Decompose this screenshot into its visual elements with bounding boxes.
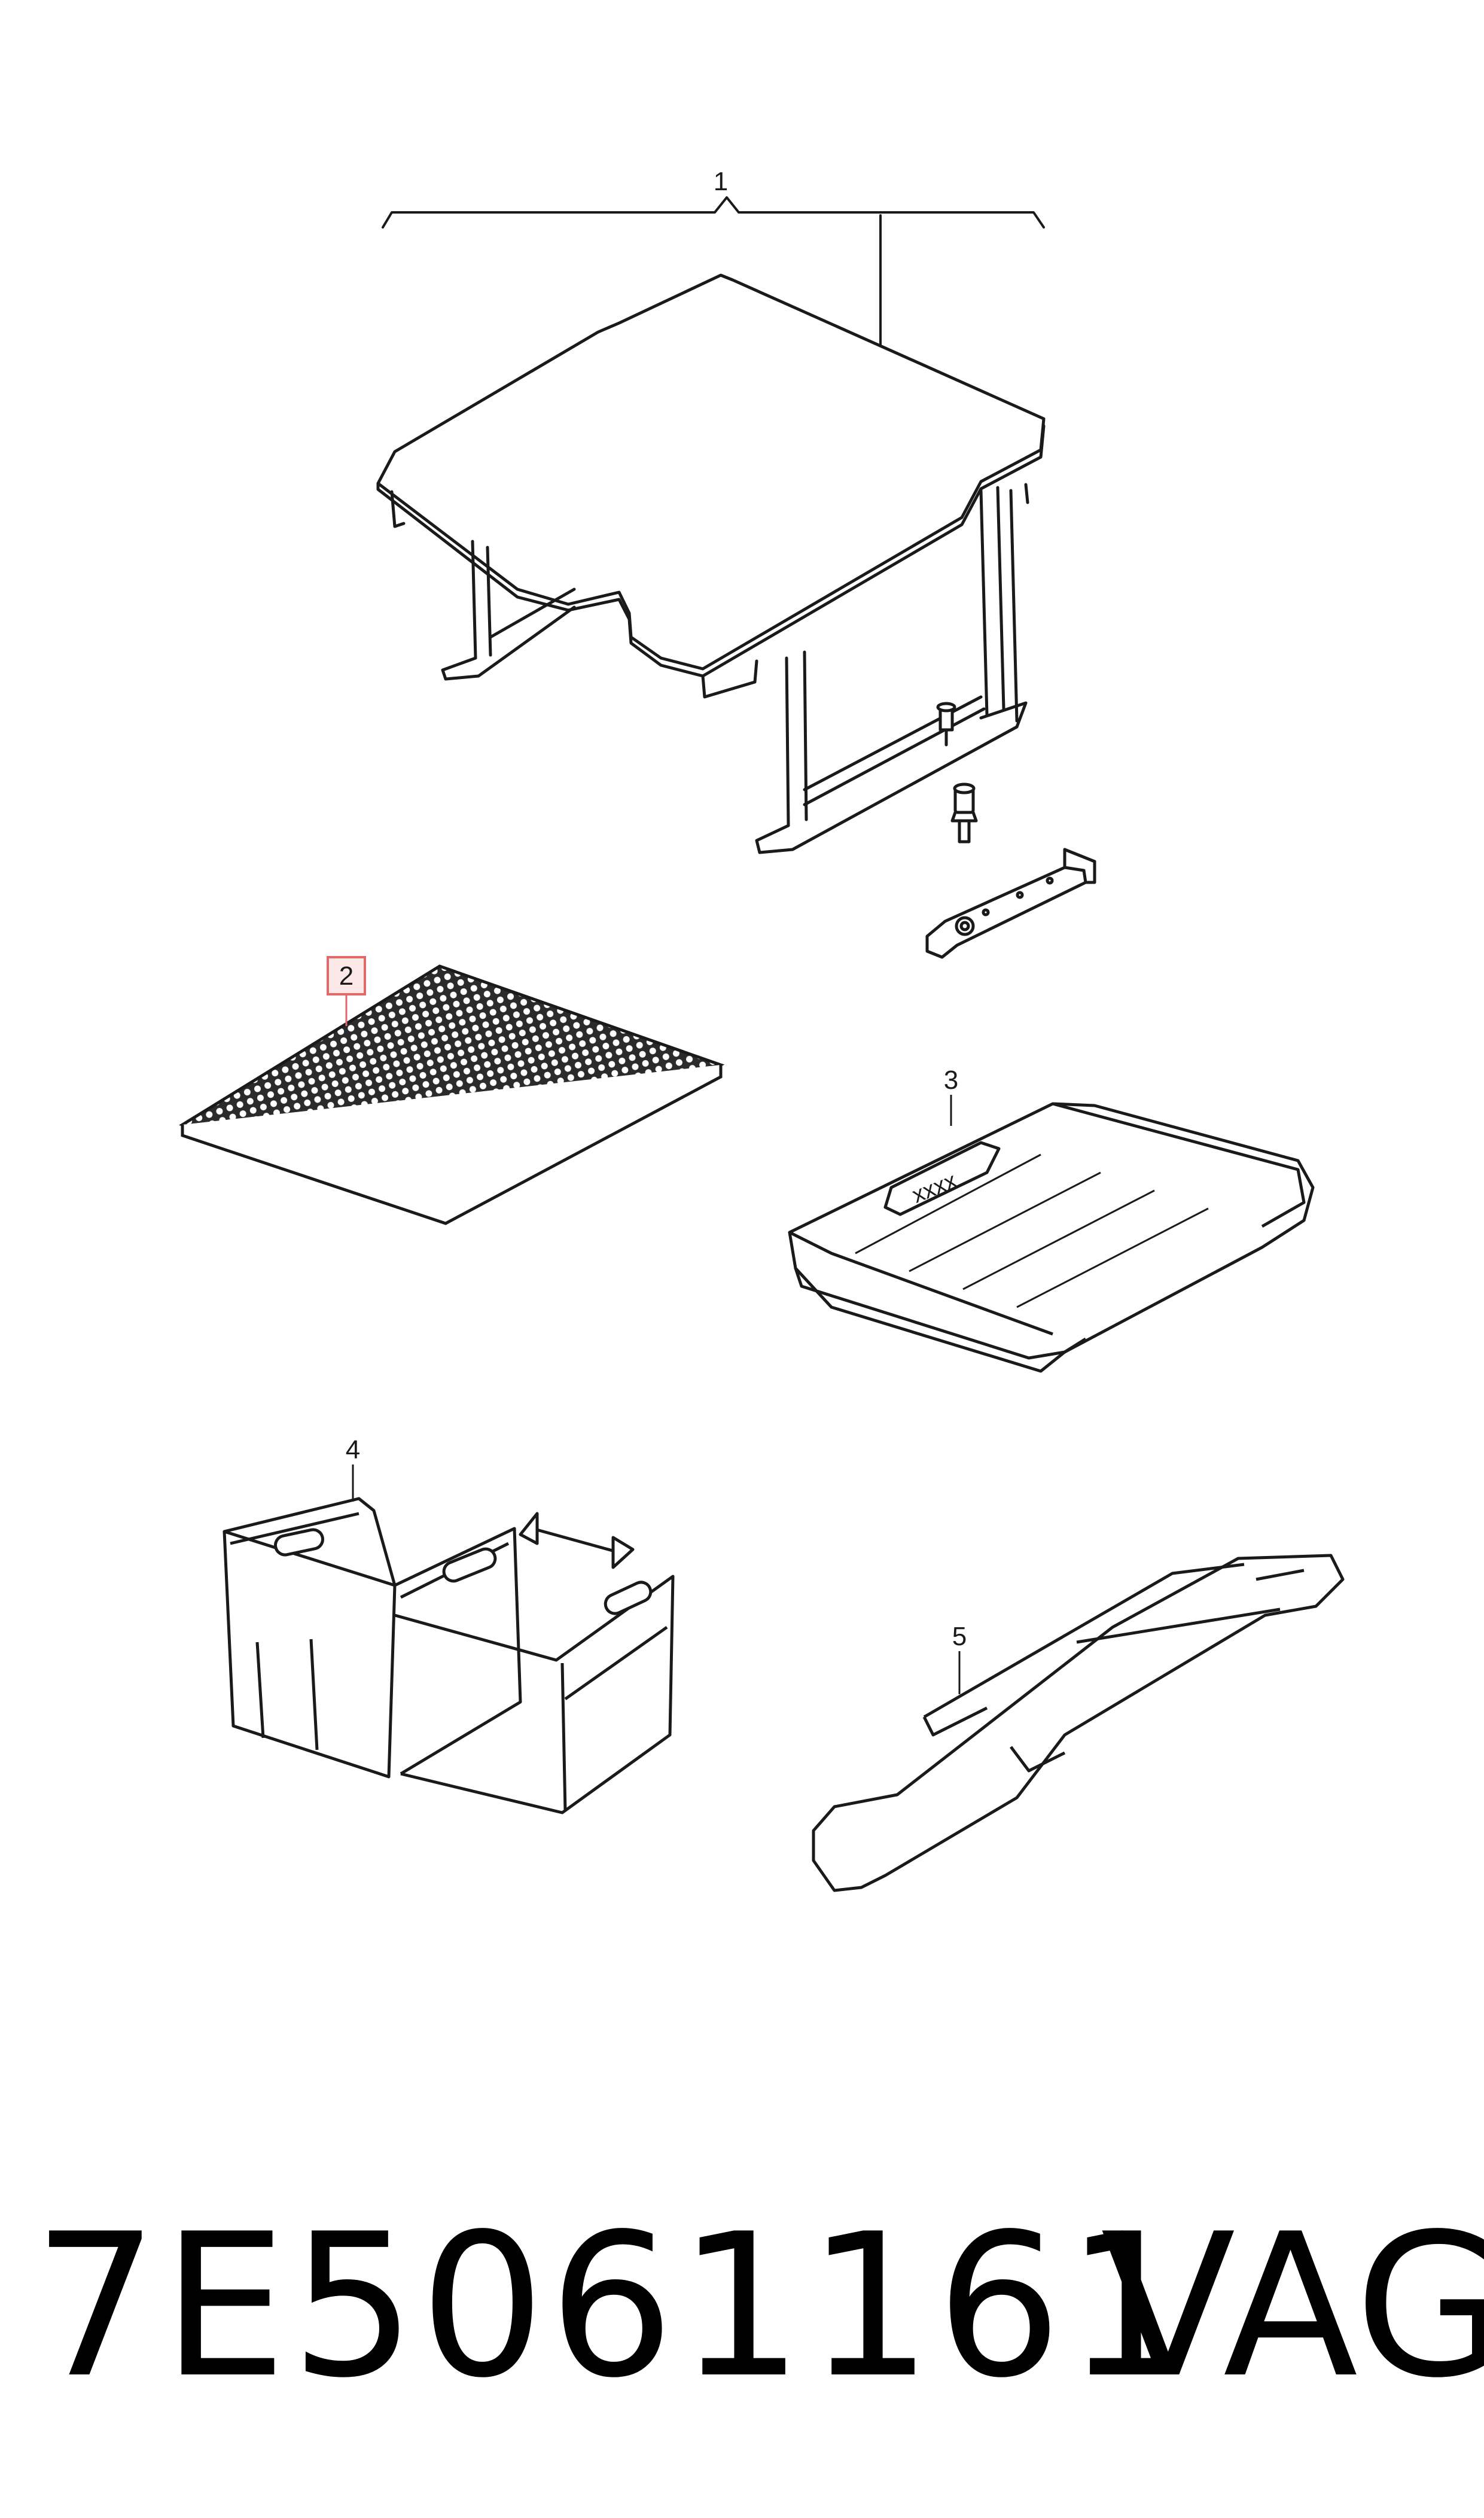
- callout-3-label: 3: [944, 1065, 958, 1095]
- callout-5-label: 5: [952, 1622, 967, 1651]
- callout-5: 5: [952, 1622, 967, 1694]
- callout-4-label: 4: [346, 1435, 360, 1464]
- part-number: 7E5061161: [33, 2191, 1195, 2421]
- callout-4: 4: [346, 1435, 360, 1502]
- callout-3: 3: [944, 1065, 958, 1126]
- part-3-luggage-tray: xxxx: [788, 1102, 1315, 1373]
- callout-1-label: 1: [714, 167, 728, 196]
- part-4-folding-box: [223, 1497, 675, 1814]
- part-1-cargo-floor-assembly: [376, 196, 1096, 959]
- callout-2-highlight-box: [327, 956, 366, 995]
- callout-2-label: 2: [339, 961, 354, 991]
- part-5-ski-bag: [812, 1554, 1345, 1892]
- callout-2: 2: [327, 956, 366, 1026]
- brand-name: VAG: [1101, 2191, 1484, 2421]
- callout-1: 1: [714, 167, 728, 196]
- part-2-honeycomb-mat: [179, 964, 725, 1225]
